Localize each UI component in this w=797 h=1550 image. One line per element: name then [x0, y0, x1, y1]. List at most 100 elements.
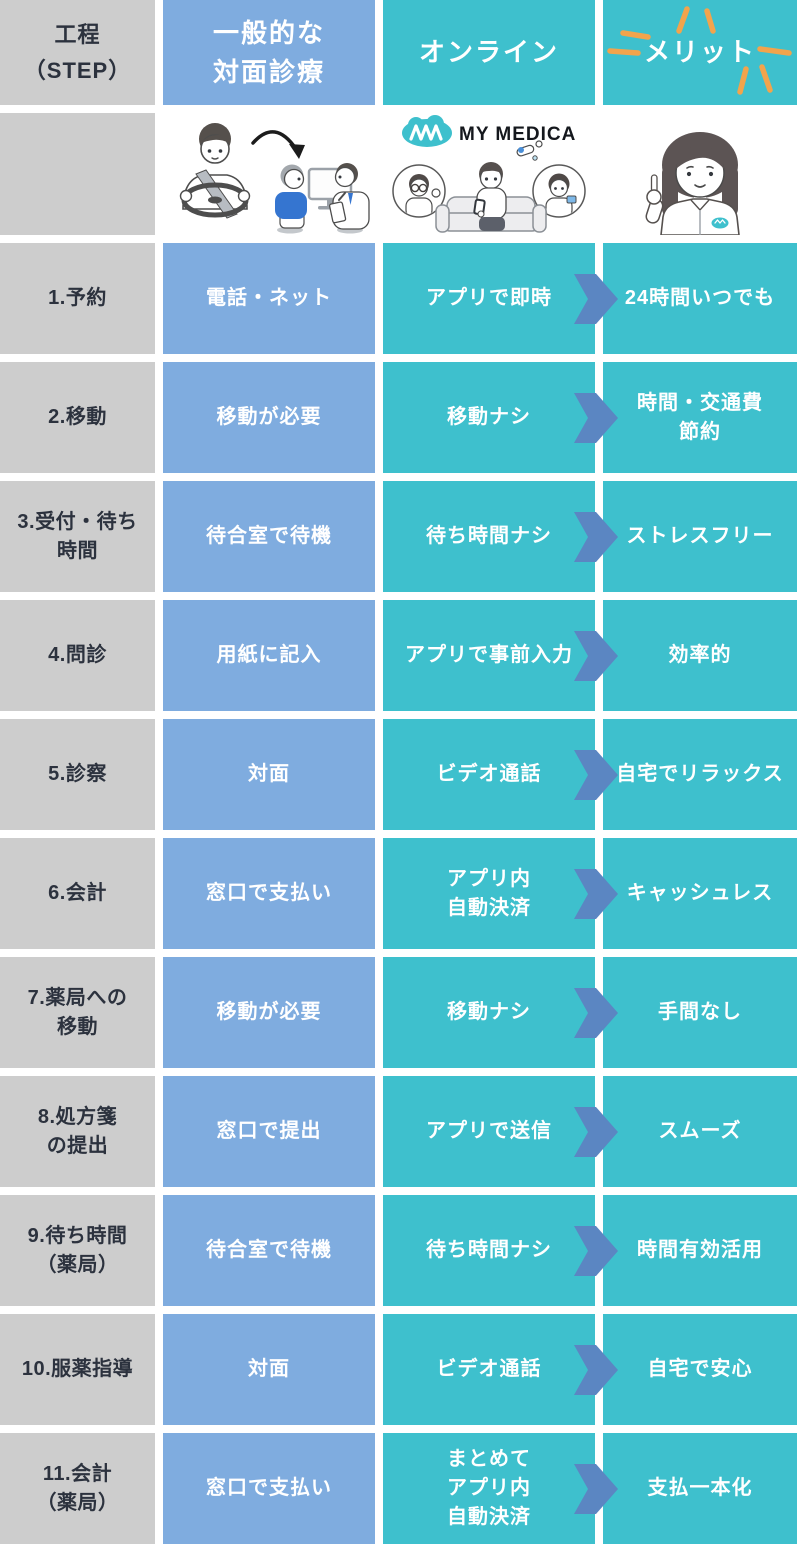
- offline-value: 対面: [248, 1358, 290, 1380]
- my-medica-logo-icon: [402, 115, 452, 147]
- offline-cell: 待合室で待機: [163, 1195, 375, 1306]
- chevron-right-icon: [574, 868, 618, 919]
- offline-illustration-cell: [163, 113, 375, 235]
- online-value: 移動ナシ: [447, 1001, 531, 1023]
- step-label: 6.会計: [48, 882, 107, 904]
- offline-cell: 窓口で支払い: [163, 1433, 375, 1544]
- table-row: 8.処方箋 の提出 窓口で提出 アプリで送信 スムーズ: [0, 1076, 797, 1187]
- online-cell: アプリ内 自動決済: [383, 838, 595, 949]
- pills-icon: [516, 140, 543, 161]
- offline-cell: 窓口で支払い: [163, 838, 375, 949]
- merit-cell: 時間有効活用: [574, 1195, 797, 1306]
- merit-cell: キャッシュレス: [574, 838, 797, 949]
- online-value: アプリで事前入力: [405, 644, 573, 666]
- step-cell: 11.会計 （薬局）: [0, 1433, 155, 1544]
- online-cell: アプリで送信: [383, 1076, 595, 1187]
- online-value: アプリで即時: [426, 287, 552, 309]
- merit-value: 自宅で安心: [647, 1358, 753, 1380]
- merit-cell: スムーズ: [574, 1076, 797, 1187]
- online-value: ビデオ通話: [436, 1358, 542, 1380]
- step-label: 10.服薬指導: [21, 1358, 134, 1380]
- online-cell: アプリで即時: [383, 243, 595, 354]
- merit-cell: 時間・交通費 節約: [574, 362, 797, 473]
- chevron-right-icon: [574, 1463, 618, 1514]
- pointing-woman-illustration: [645, 132, 740, 235]
- header-step-cell: 工程 （STEP）: [0, 0, 155, 105]
- step-cell: 3.受付・待ち 時間: [0, 481, 155, 592]
- offline-cell: 対面: [163, 719, 375, 830]
- step-cell: 10.服薬指導: [0, 1314, 155, 1425]
- header-offline-label: 一般的な 対面診療: [212, 17, 325, 87]
- chevron-right-icon: [574, 987, 618, 1038]
- offline-value: 移動が必要: [216, 406, 322, 428]
- merit-value: キャッシュレス: [626, 882, 774, 904]
- online-cell: ビデオ通話: [383, 719, 595, 830]
- offline-cell: 移動が必要: [163, 957, 375, 1068]
- step-label: 4.問診: [48, 644, 107, 666]
- offline-cell: 対面: [163, 1314, 375, 1425]
- table-row: 7.薬局への 移動 移動が必要 移動ナシ 手間なし: [0, 957, 797, 1068]
- online-consultation-illustration: MY MEDICA: [392, 115, 586, 233]
- table-row: 6.会計 窓口で支払い アプリ内 自動決済 キャッシュレス: [0, 838, 797, 949]
- step-cell: 4.問診: [0, 600, 155, 711]
- merit-value: 効率的: [668, 644, 732, 666]
- merit-value: スムーズ: [658, 1120, 742, 1142]
- merit-value: 自宅でリラックス: [616, 763, 784, 785]
- offline-cell: 待合室で待機: [163, 481, 375, 592]
- online-value: アプリ内 自動決済: [447, 867, 531, 919]
- chevron-right-icon: [574, 1106, 618, 1157]
- header-merit-cell: メリット: [603, 0, 797, 105]
- chevron-right-icon: [574, 392, 618, 443]
- online-cell: 待ち時間ナシ: [383, 481, 595, 592]
- offline-value: 窓口で支払い: [206, 882, 332, 904]
- online-value: 待ち時間ナシ: [426, 525, 552, 547]
- chevron-right-icon: [574, 1344, 618, 1395]
- online-value: 移動ナシ: [447, 406, 531, 428]
- offline-value: 待合室で待機: [206, 1239, 332, 1261]
- merit-cell: 効率的: [574, 600, 797, 711]
- header-online-label: オンライン: [418, 37, 559, 67]
- step-cell: 5.診察: [0, 719, 155, 830]
- step-label: 9.待ち時間 （薬局）: [27, 1224, 128, 1276]
- step-label: 1.予約: [48, 287, 107, 309]
- chevron-right-icon: [574, 749, 618, 800]
- online-cell: アプリで事前入力: [383, 600, 595, 711]
- online-cell: 移動ナシ: [383, 362, 595, 473]
- drive-to-clinic-illustration: [179, 123, 370, 234]
- online-cell: 移動ナシ: [383, 957, 595, 1068]
- illustration-row: MY MEDICA: [0, 113, 797, 235]
- table-row: 5.診察 対面 ビデオ通話 自宅でリラックス: [0, 719, 797, 830]
- header-online-cell: オンライン: [383, 0, 595, 105]
- step-label: 7.薬局への 移動: [27, 986, 128, 1038]
- offline-cell: 電話・ネット: [163, 243, 375, 354]
- step-label: 5.診察: [48, 763, 107, 785]
- header-step-label: 工程 （STEP）: [23, 22, 132, 83]
- chevron-right-icon: [574, 273, 618, 324]
- offline-value: 窓口で提出: [216, 1120, 322, 1142]
- chevron-right-icon: [574, 511, 618, 562]
- offline-cell: 用紙に記入: [163, 600, 375, 711]
- step-label: 3.受付・待ち 時間: [17, 510, 138, 562]
- merit-cell: 支払一本化: [574, 1433, 797, 1544]
- merit-value: 時間有効活用: [637, 1239, 763, 1261]
- table-row: 1.予約 電話・ネット アプリで即時 24時間いつでも: [0, 243, 797, 354]
- chevron-right-icon: [574, 1225, 618, 1276]
- step-label: 2.移動: [48, 406, 107, 428]
- offline-cell: 窓口で提出: [163, 1076, 375, 1187]
- step-cell: 6.会計: [0, 838, 155, 949]
- sparkle-burst-icon: [607, 6, 792, 95]
- offline-value: 電話・ネット: [206, 287, 332, 309]
- online-cell: ビデオ通話: [383, 1314, 595, 1425]
- online-cell: まとめて アプリ内 自動決済: [383, 1433, 595, 1544]
- offline-cell: 移動が必要: [163, 362, 375, 473]
- offline-value: 待合室で待機: [206, 525, 332, 547]
- online-value: ビデオ通話: [436, 763, 542, 785]
- online-cell: 待ち時間ナシ: [383, 1195, 595, 1306]
- step-cell: 2.移動: [0, 362, 155, 473]
- table-row: 4.問診 用紙に記入 アプリで事前入力 効率的: [0, 600, 797, 711]
- step-cell: 8.処方箋 の提出: [0, 1076, 155, 1187]
- merit-cell: ストレスフリー: [574, 481, 797, 592]
- merit-illustration-cell: [603, 113, 797, 235]
- offline-value: 対面: [248, 763, 290, 785]
